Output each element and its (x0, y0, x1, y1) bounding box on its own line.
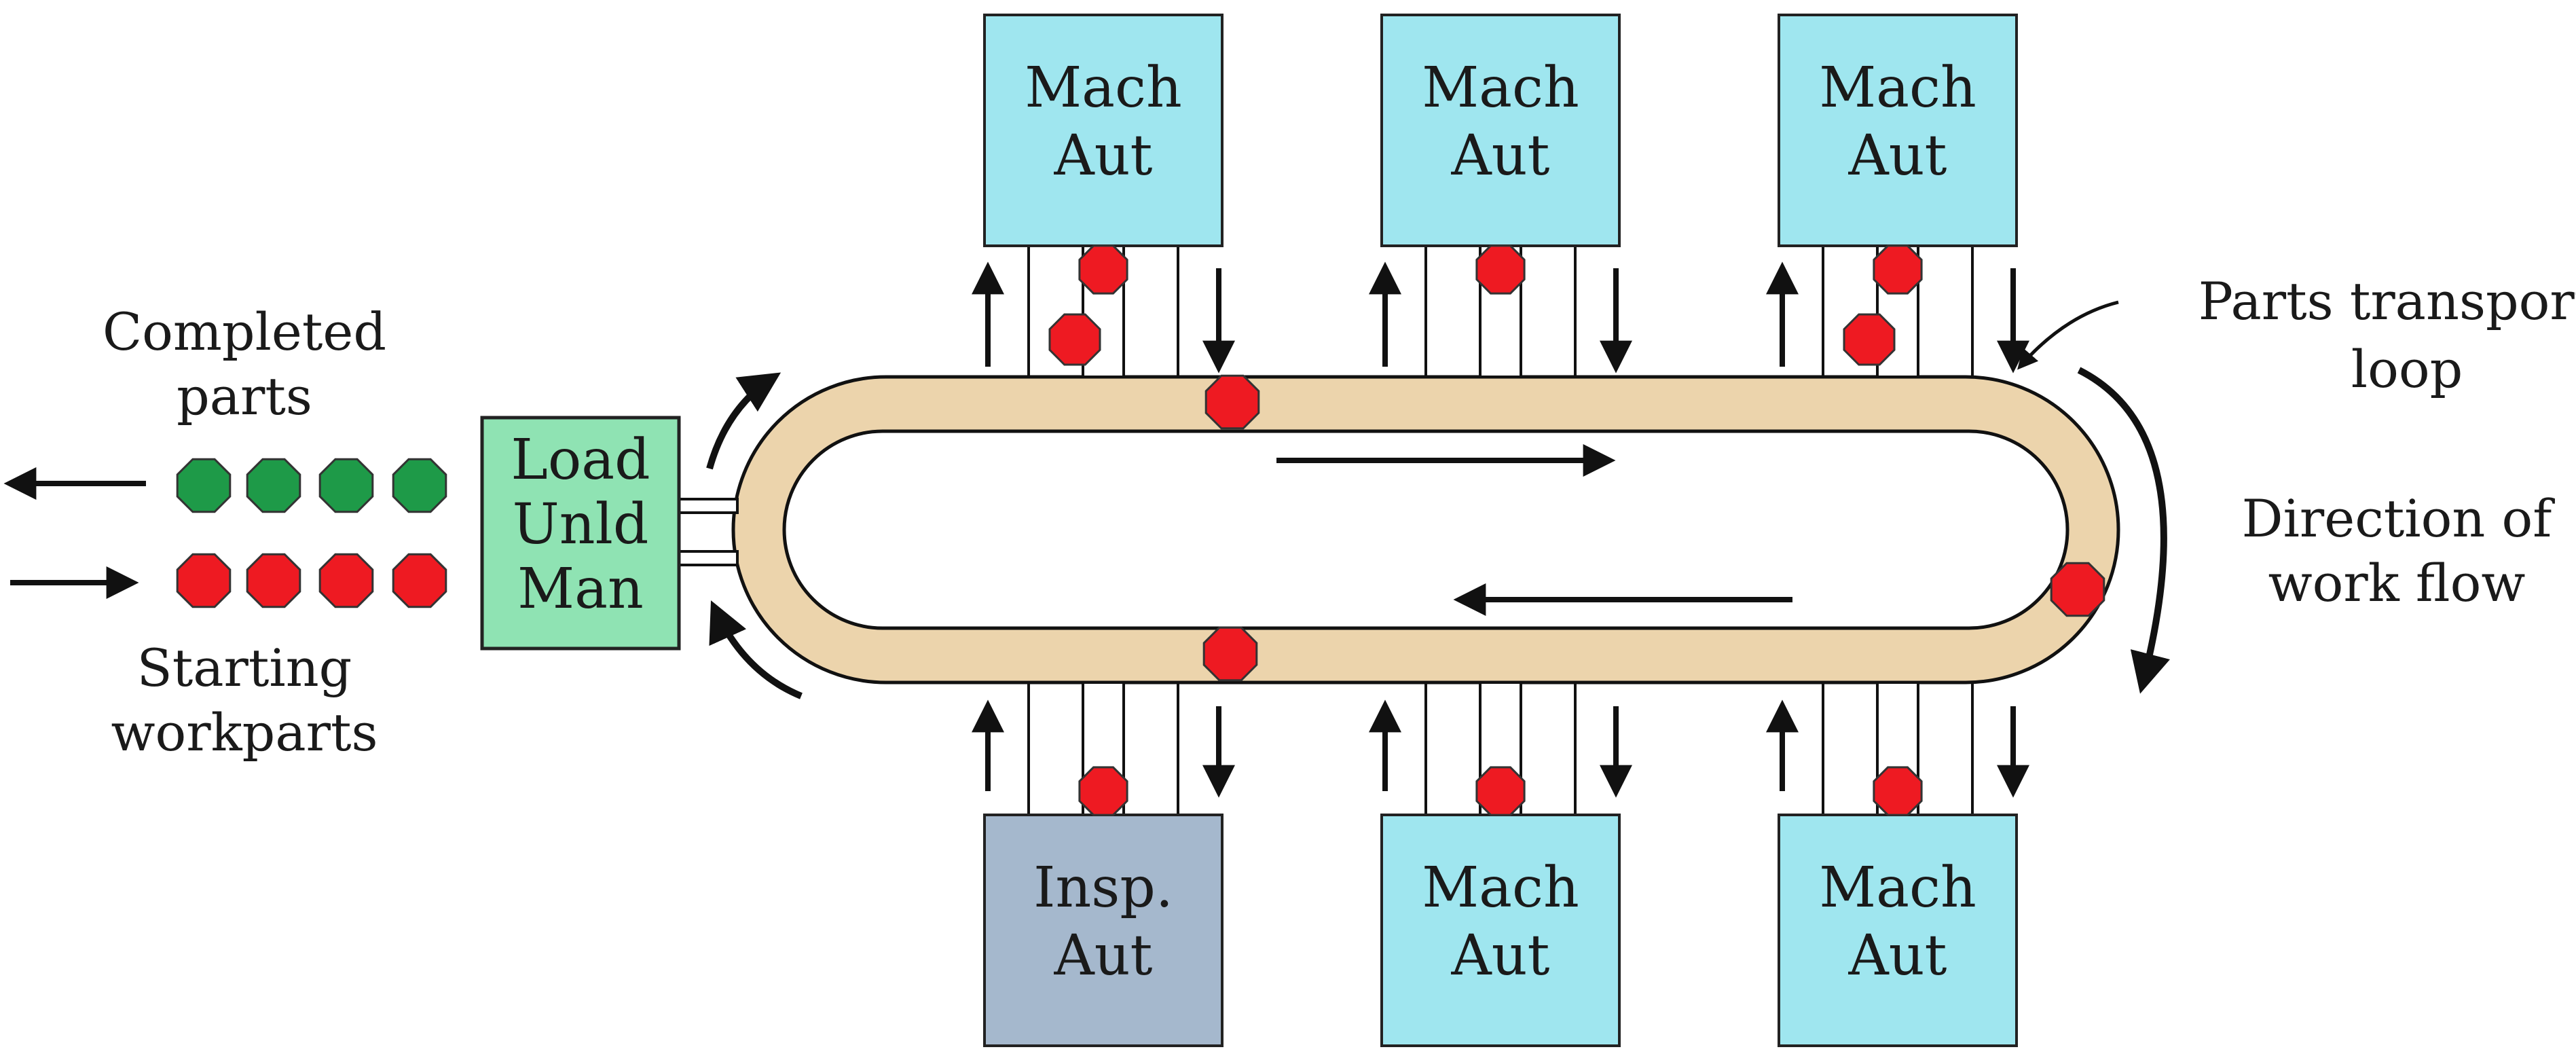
station-label: Mach (1025, 56, 1182, 120)
load-unload-station: Load Unld Man (480, 416, 739, 651)
station-part-marker (1078, 766, 1128, 816)
starting-workpart-icon (318, 553, 374, 608)
load-outflow-arrow (706, 372, 781, 470)
completed-parts-label-line-1: Completed (103, 302, 386, 362)
shuttle-part-marker (1048, 313, 1101, 366)
starting-workpart-icon (392, 553, 447, 608)
station-part-marker (1475, 766, 1526, 816)
station-label: Mach (1422, 856, 1579, 920)
load-station-connector-top (675, 498, 739, 514)
completed-part-icon (246, 458, 301, 513)
station-label: Aut (1054, 124, 1153, 188)
station-label: Aut (1451, 124, 1550, 188)
bottom-station-box (1778, 814, 2018, 1047)
top-station-box (1380, 14, 1621, 247)
top-station-box (983, 14, 1223, 247)
station-label: Mach (1819, 856, 1976, 920)
station-label: Aut (1451, 924, 1550, 988)
load-station-label-line-2: Unld (513, 492, 649, 557)
load-station-connector-bottom (675, 550, 739, 566)
load-inflow-arrow (709, 600, 803, 699)
load-station-label-line-3: Man (517, 557, 644, 621)
station-label: Aut (1848, 924, 1947, 988)
bottom-station-box (1380, 814, 1621, 1047)
direction-label-line-2: work flow (2268, 553, 2526, 613)
load-station-box (480, 416, 681, 651)
station-part-marker (1078, 244, 1128, 295)
completed-parts-label-line-2: parts (177, 366, 312, 426)
completed-part-icon (176, 458, 232, 513)
direction-label-line-1: Direction of (2242, 488, 2556, 549)
transport-loop-leader (2017, 300, 2119, 370)
bottom-station-box (983, 814, 1223, 1047)
station-part-marker (1873, 244, 1923, 295)
station-label: Aut (1848, 124, 1947, 188)
shuttle-part-marker (1843, 313, 1896, 366)
starting-workpart-icon (176, 553, 232, 608)
parts-queue (176, 458, 447, 608)
station-label: Insp. (1033, 856, 1173, 920)
station-label: Mach (1422, 56, 1579, 120)
station-part-marker (1873, 766, 1923, 816)
transport-loop-label-line-1: Parts transport (2198, 271, 2576, 331)
parts-transport-loop (731, 375, 2120, 685)
bottom-station-1: Insp.Aut (972, 681, 1235, 1047)
loop-part-marker (1202, 626, 1258, 682)
station-label: Aut (1054, 924, 1153, 988)
starting-workparts-label-line-1: Starting (137, 638, 352, 698)
loop-part-marker (1204, 374, 1260, 430)
loop-inner (782, 429, 2069, 630)
starting-workparts-label-line-2: workparts (111, 702, 378, 763)
starting-workpart-icon (246, 553, 301, 608)
loop-part-marker (2050, 562, 2105, 617)
top-station-box (1778, 14, 2018, 247)
completed-part-icon (392, 458, 447, 513)
stations-layer: MachAutMachAutMachAutInsp.AutMachAutMach… (972, 14, 2029, 1047)
station-part-marker (1475, 244, 1526, 295)
loop-parts (1048, 313, 2105, 682)
direction-of-flow-arc (2077, 367, 2170, 694)
load-station-label-line-1: Load (511, 428, 650, 492)
transport-loop-label-line-2: loop (2351, 339, 2463, 399)
station-label: Mach (1819, 56, 1976, 120)
completed-part-icon (318, 458, 374, 513)
